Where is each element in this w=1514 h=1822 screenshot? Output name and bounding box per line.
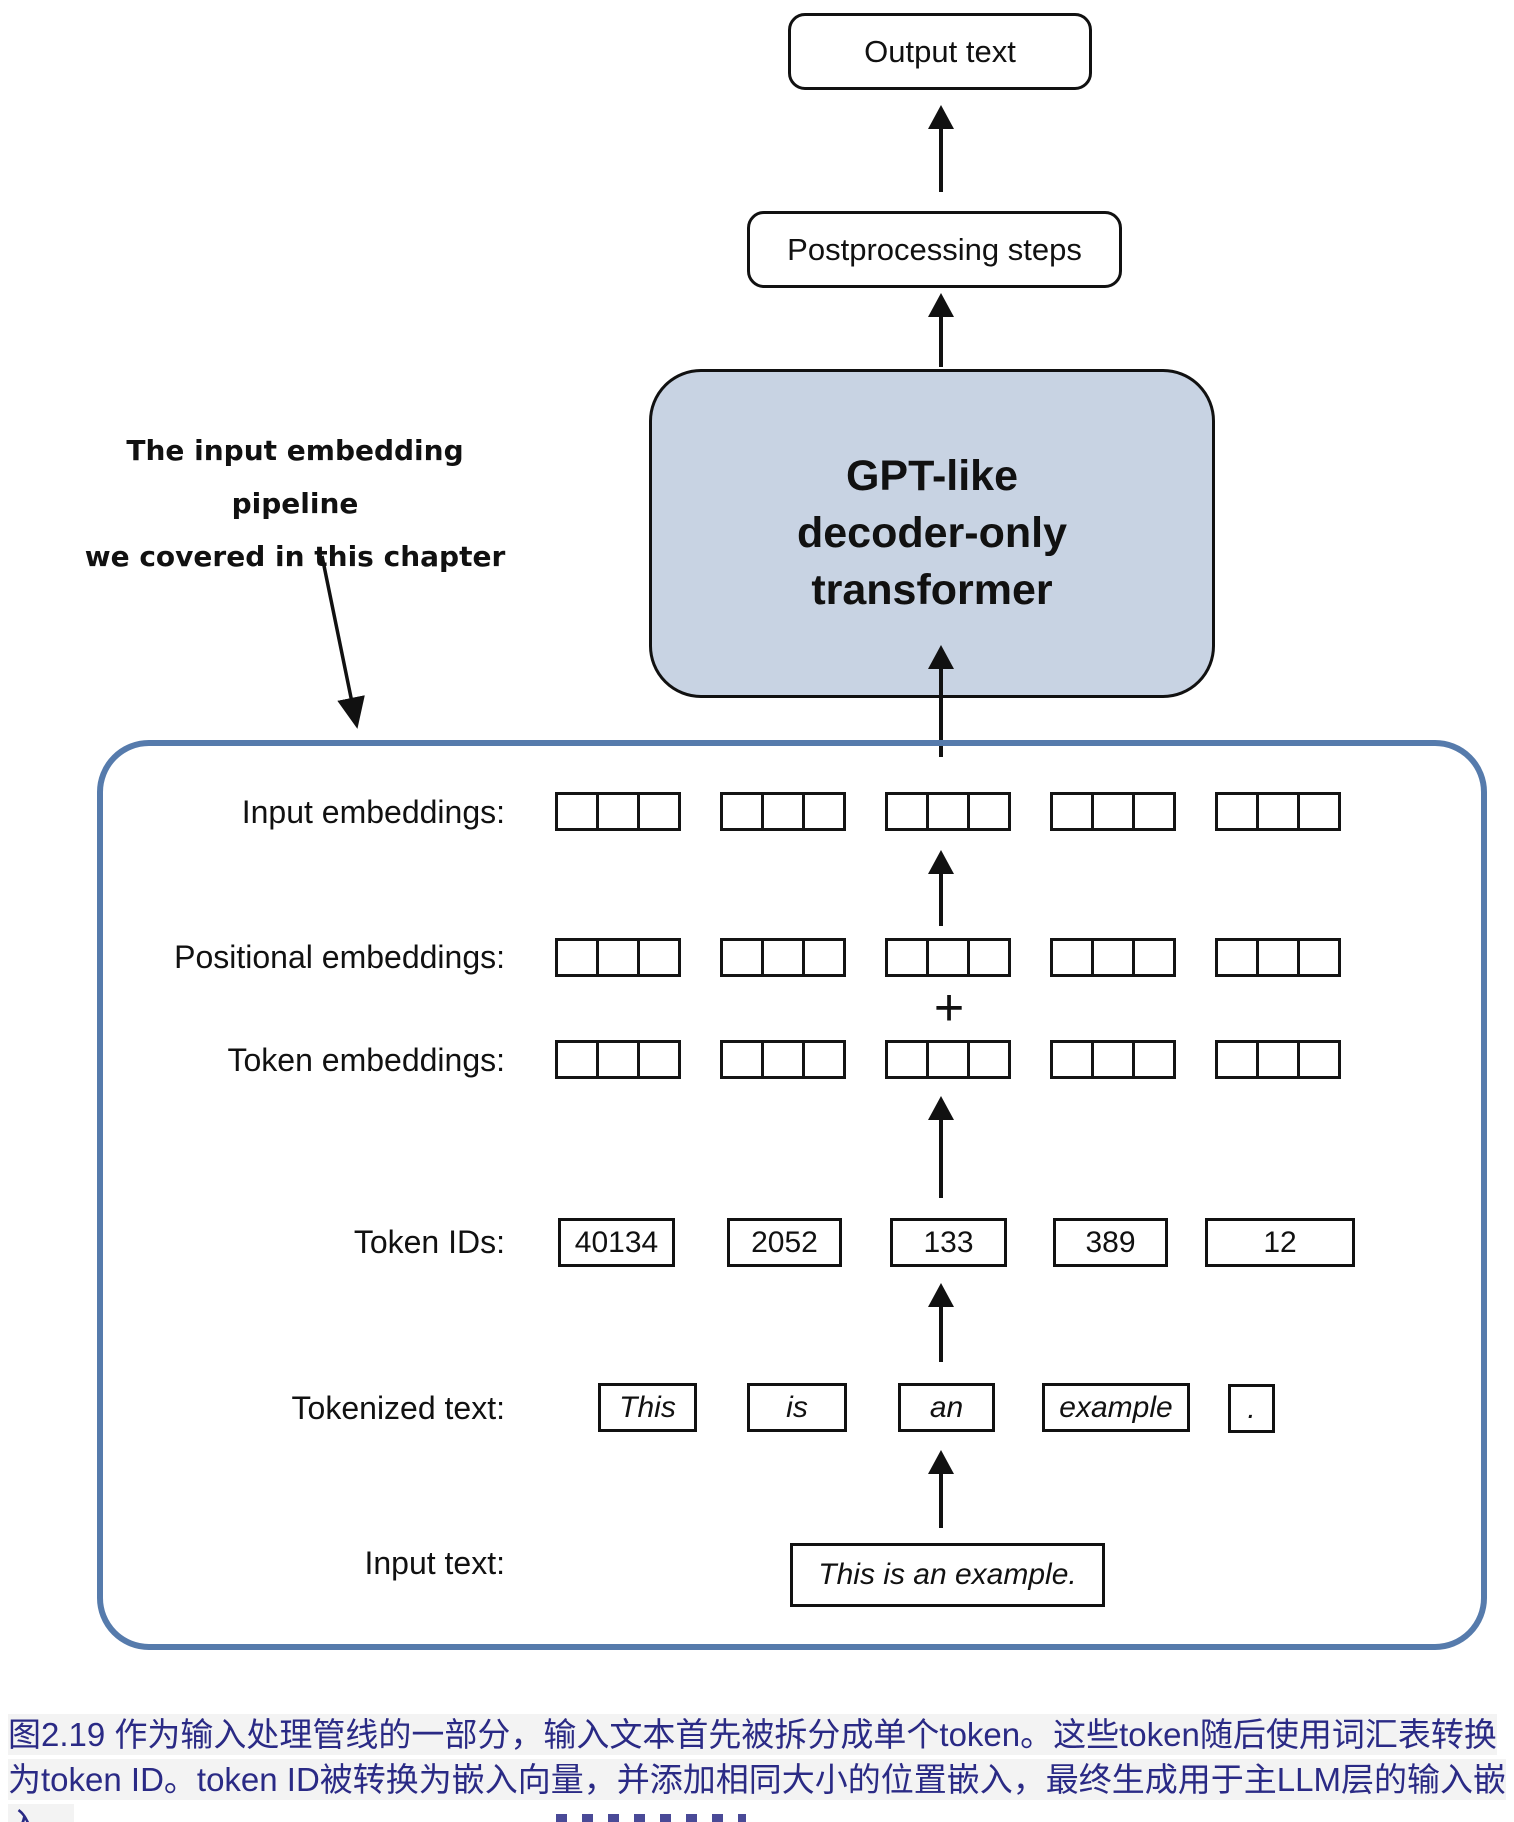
- token-box: This: [598, 1383, 697, 1432]
- positional-embeddings-label: Positional embeddings:: [174, 939, 505, 975]
- tokenized-text-label: Tokenized text:: [291, 1390, 505, 1426]
- output-text-label: Output text: [864, 33, 1016, 69]
- token-id-box: 12: [1205, 1218, 1355, 1267]
- arrowhead-icon: [928, 850, 954, 874]
- embedding-vector: [885, 1040, 1011, 1079]
- arrow-ids-to-token-embeddings: [927, 1096, 955, 1198]
- token-id-box: 2052: [727, 1218, 842, 1267]
- token-box: is: [747, 1383, 847, 1432]
- arrowhead-icon: [928, 293, 954, 317]
- token-box: an: [898, 1383, 995, 1432]
- embedding-vector: [1215, 792, 1341, 831]
- arrow-tokens-to-ids: [927, 1283, 955, 1362]
- embedding-vector: [885, 938, 1011, 977]
- plus-sign: +: [933, 979, 965, 1037]
- embedding-vector: [720, 792, 846, 831]
- input-text-label: Input text:: [364, 1545, 505, 1581]
- token-embeddings-label: Token embeddings:: [227, 1042, 505, 1078]
- gpt-transformer-node: GPT-like decoder-only transformer: [649, 369, 1215, 698]
- arrowhead-icon: [928, 1283, 954, 1307]
- arrow-transformer-to-postprocessing: [927, 293, 955, 367]
- transformer-label-line3: transformer: [811, 566, 1053, 614]
- transformer-label-line2: decoder-only: [797, 509, 1067, 557]
- annotation-line1: The input embedding pipeline: [126, 434, 464, 520]
- arrow-embeddings-to-transformer: [927, 645, 955, 757]
- token-box: example: [1042, 1383, 1190, 1432]
- arrow-sum-to-input-embeddings: [927, 850, 955, 926]
- embedding-vector: [1215, 1040, 1341, 1079]
- token-id-box: 40134: [558, 1218, 675, 1267]
- annotation-line2: we covered in this chapter: [84, 540, 506, 573]
- postprocessing-label: Postprocessing steps: [787, 231, 1082, 267]
- input-sentence-box: This is an example.: [790, 1543, 1105, 1607]
- annotation-callout: The input embedding pipeline we covered …: [60, 424, 530, 583]
- arrow-input-to-tokens: [927, 1450, 955, 1528]
- embedding-vector: [885, 792, 1011, 831]
- figure-caption-text: 图2.19 作为输入处理管线的一部分，输入文本首先被拆分成单个token。这些t…: [8, 1714, 1506, 1822]
- embedding-vector: [555, 1040, 681, 1079]
- embedding-vector: [1050, 792, 1176, 831]
- token-id-box: 389: [1053, 1218, 1168, 1267]
- token-ids-label: Token IDs:: [353, 1224, 505, 1260]
- arrow-postprocessing-to-output: [927, 105, 955, 192]
- embedding-vector: [1050, 1040, 1176, 1079]
- embedding-vector: [720, 1040, 846, 1079]
- embedding-vector: [1050, 938, 1176, 977]
- input-embeddings-label: Input embeddings:: [241, 794, 505, 830]
- token-box: .: [1228, 1384, 1275, 1433]
- postprocessing-node: Postprocessing steps: [747, 211, 1122, 288]
- pipeline-container: [97, 740, 1487, 1650]
- arrowhead-icon: [928, 105, 954, 129]
- arrowhead-icon: [928, 1450, 954, 1474]
- embedding-vector: [720, 938, 846, 977]
- embedding-vector: [555, 792, 681, 831]
- clipped-text-fragment: [556, 1814, 746, 1822]
- embedding-vector: [555, 938, 681, 977]
- figure-caption: 图2.19 作为输入处理管线的一部分，输入文本首先被拆分成单个token。这些t…: [8, 1712, 1508, 1822]
- output-text-node: Output text: [788, 13, 1092, 90]
- arrowhead-icon: [928, 645, 954, 669]
- arrowhead-icon: [928, 1096, 954, 1120]
- transformer-label-line1: GPT-like: [845, 452, 1019, 500]
- embedding-vector: [1215, 938, 1341, 977]
- token-id-box: 133: [890, 1218, 1007, 1267]
